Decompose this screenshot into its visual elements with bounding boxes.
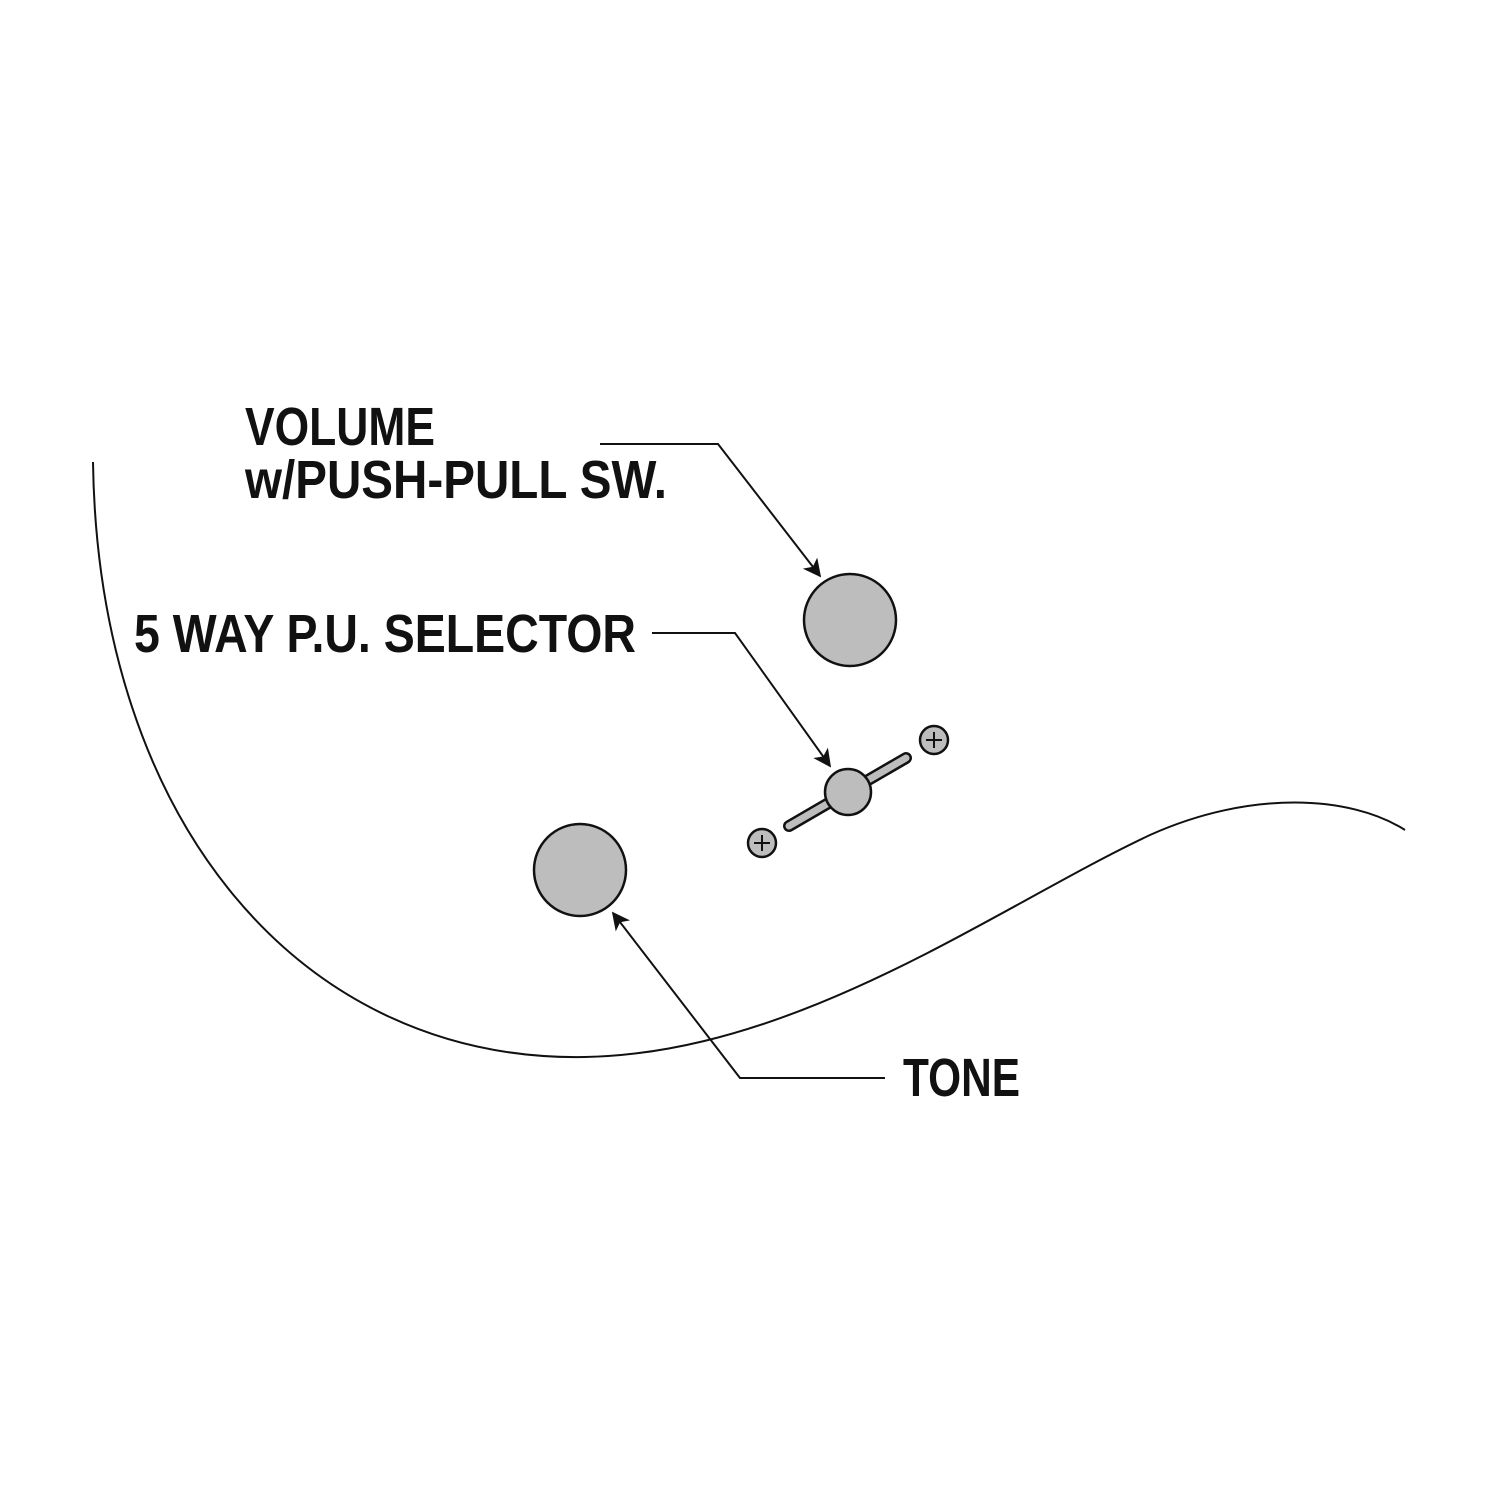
screw-icon	[918, 724, 950, 756]
pickup-selector-switch	[783, 752, 912, 832]
screw-icon	[746, 827, 778, 859]
guitar-body-outline	[92, 461, 1406, 1059]
volume-label: VOLUME	[245, 397, 435, 457]
tone-knob	[532, 822, 628, 918]
tone-label: TONE	[903, 1048, 1020, 1108]
volume-leader-arrow	[600, 443, 822, 578]
tone-leader-arrow	[611, 911, 885, 1079]
selector-label: 5 WAY P.U. SELECTOR	[134, 604, 636, 664]
selector-leader-arrow	[652, 632, 832, 768]
volume-sublabel: w/PUSH-PULL SW.	[244, 450, 667, 510]
volume-knob	[802, 572, 898, 668]
